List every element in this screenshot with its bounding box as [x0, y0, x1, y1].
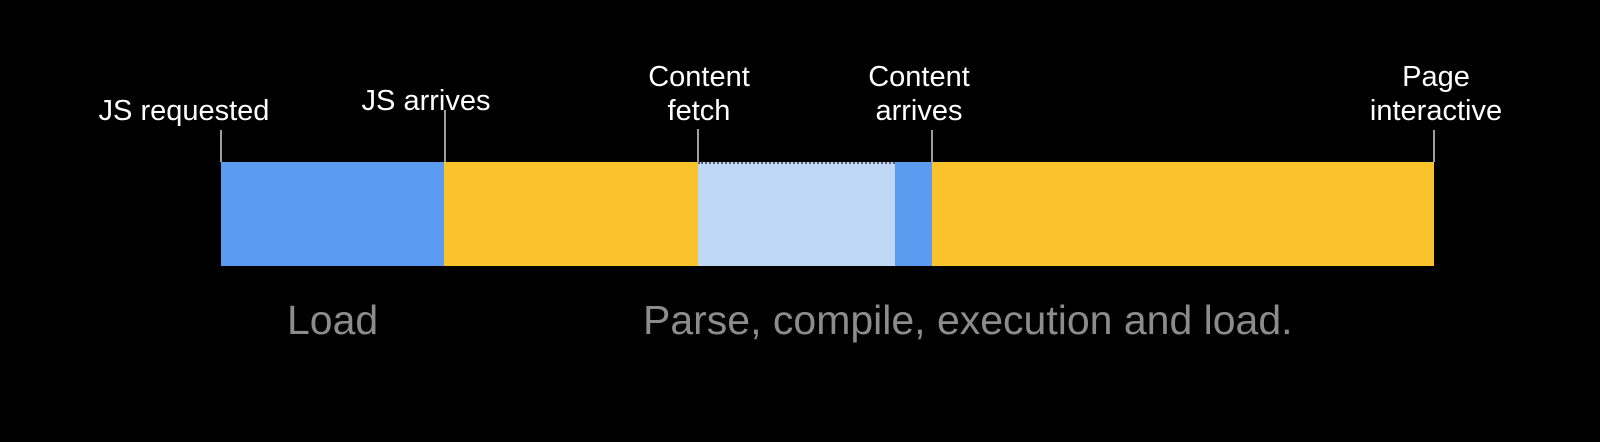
tick-page-interactive	[1433, 130, 1435, 162]
label-js-arrives: JS arrives	[361, 85, 491, 117]
segment-content-fetch	[698, 162, 895, 266]
segment-parse-compile-a	[444, 162, 698, 266]
tick-content-fetch	[697, 129, 699, 162]
label-js-requested: JS requested	[98, 95, 270, 127]
timeline-bar	[221, 162, 1434, 266]
segment-content-process	[895, 162, 932, 266]
segment-parse-compile-b	[932, 162, 1434, 266]
tick-js-requested	[220, 130, 222, 162]
phase-label-parse: Parse, compile, execution and load.	[643, 297, 1293, 343]
segment-js-load	[221, 162, 444, 266]
tick-content-arrives	[931, 130, 933, 162]
phase-label-load: Load	[287, 297, 379, 343]
tick-js-arrives	[444, 110, 446, 162]
